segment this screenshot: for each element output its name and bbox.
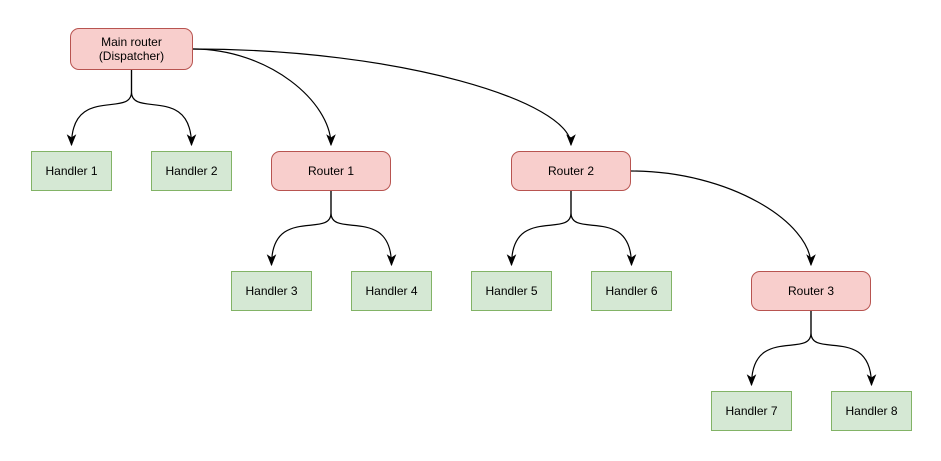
node-label-handler-1: Handler 1 xyxy=(45,164,98,178)
edge-e-r2-h6 xyxy=(570,191,637,267)
node-handler-5[interactable]: Handler 5 xyxy=(471,271,552,311)
edge-e-r3-h8 xyxy=(810,311,877,387)
edge-e-r1-h4 xyxy=(330,191,397,267)
node-label-handler-2: Handler 2 xyxy=(165,164,218,178)
node-label-handler-7: Handler 7 xyxy=(725,404,778,418)
node-router-3[interactable]: Router 3 xyxy=(751,271,871,311)
node-handler-7[interactable]: Handler 7 xyxy=(711,391,792,431)
edge-e-r1-h3 xyxy=(266,191,332,267)
node-label-handler-3: Handler 3 xyxy=(245,284,298,298)
node-handler-8[interactable]: Handler 8 xyxy=(831,391,912,431)
node-label-handler-8: Handler 8 xyxy=(845,404,898,418)
node-label-router-1: Router 1 xyxy=(307,164,355,178)
node-router-2[interactable]: Router 2 xyxy=(511,151,631,191)
node-handler-2[interactable]: Handler 2 xyxy=(151,151,232,191)
node-label-handler-5: Handler 5 xyxy=(485,284,538,298)
edge-e-main-r2 xyxy=(192,48,576,147)
node-main-router[interactable]: Main router (Dispatcher) xyxy=(70,28,193,70)
node-handler-1[interactable]: Handler 1 xyxy=(31,151,112,191)
edge-e-main-h2 xyxy=(130,70,197,147)
node-router-1[interactable]: Router 1 xyxy=(271,151,391,191)
node-handler-3[interactable]: Handler 3 xyxy=(231,271,312,311)
node-label-router-3: Router 3 xyxy=(787,284,835,298)
edge-e-r2-h5 xyxy=(506,191,572,267)
node-handler-4[interactable]: Handler 4 xyxy=(351,271,432,311)
edge-e-main-h1 xyxy=(66,70,133,147)
node-label-router-2: Router 2 xyxy=(547,164,595,178)
edge-e-r2-r3 xyxy=(630,170,816,267)
node-label-handler-6: Handler 6 xyxy=(605,284,658,298)
node-handler-6[interactable]: Handler 6 xyxy=(591,271,672,311)
node-label-handler-4: Handler 4 xyxy=(365,284,418,298)
edge-e-main-r1 xyxy=(192,48,336,147)
node-label-main-router: Main router (Dispatcher) xyxy=(98,35,165,63)
edge-e-r3-h7 xyxy=(746,311,812,387)
